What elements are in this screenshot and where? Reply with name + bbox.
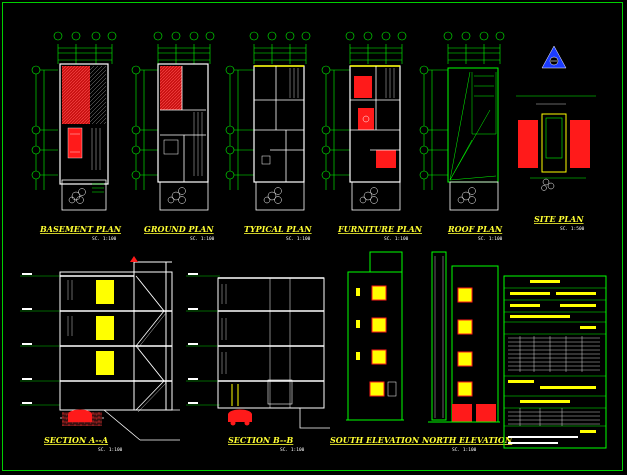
car-icon: [68, 409, 92, 422]
section-titles: SECTION A--A SC. 1:100 SECTION B--B SC. …: [44, 435, 305, 453]
plan-title-furniture: FURNITURE PLAN: [337, 224, 423, 234]
basement-plan: [31, 31, 117, 211]
site-plan: SITE PLAN SC. 1:500: [516, 95, 596, 232]
plan-scale-basement: SC. 1:100: [92, 236, 117, 242]
typical-plan: [225, 31, 311, 211]
plan-title-ground: GROUND PLAN: [144, 224, 214, 234]
plan-title-roof: ROOF PLAN: [447, 224, 503, 234]
triangle-logo-icon: [541, 45, 567, 69]
plan-scale-ground: SC. 1:100: [190, 236, 215, 242]
north-elevation: [428, 251, 500, 423]
south-elevation: [346, 251, 404, 421]
site-plan-title: SITE PLAN: [534, 214, 584, 224]
plan-title-typical: TYPICAL PLAN: [244, 224, 312, 234]
title-block: [503, 275, 607, 449]
section-b-scale: SC. 1:100: [280, 447, 305, 453]
section-a-title: SECTION A--A: [44, 435, 108, 445]
section-a: [20, 256, 180, 441]
elevation-scale: SC. 1:100: [452, 447, 477, 453]
section-b: [68, 273, 330, 429]
furniture-plan: [321, 31, 407, 211]
ground-plan: [131, 31, 215, 211]
plan-scale-typical: SC. 1:100: [286, 236, 311, 242]
section-a-scale: SC. 1:100: [98, 447, 123, 453]
drawing-border: [2, 2, 623, 471]
section-b-title: SECTION B--B: [228, 435, 294, 445]
plan-title-basement: BASEMENT PLAN: [39, 224, 122, 234]
elevation-title: SOUTH ELEVATION NORTH ELEVATION: [330, 435, 513, 445]
plan-titles: BASEMENT PLAN SC. 1:100 GROUND PLAN SC. …: [39, 224, 503, 242]
roof-plan: [419, 31, 505, 211]
plan-scale-furniture: SC. 1:100: [384, 236, 409, 242]
site-plan-scale: SC. 1:500: [560, 226, 585, 232]
plan-scale-roof: SC. 1:100: [478, 236, 503, 242]
